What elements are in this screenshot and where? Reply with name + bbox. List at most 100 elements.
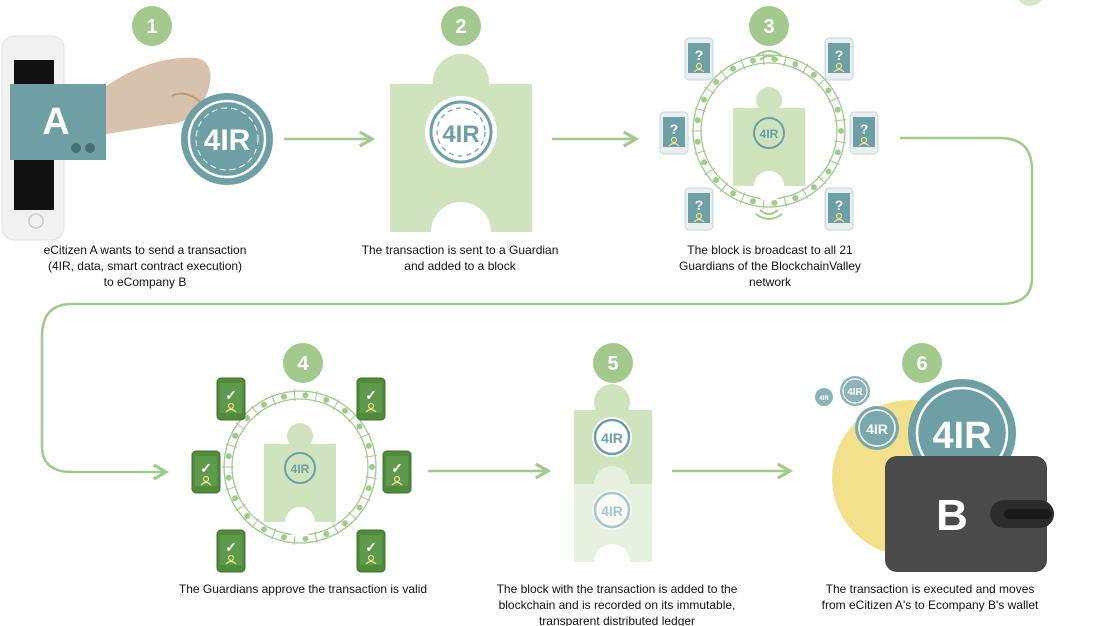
caption-step-1: eCitizen A wants to send a transaction (… <box>44 243 247 289</box>
coin-label-2: 4IR <box>442 121 479 148</box>
tablet-check-icon: ✓ <box>356 377 386 421</box>
step-badge-2: 2 <box>441 6 481 46</box>
caption-line: The transaction is sent to a Guardian <box>362 243 559 257</box>
tablet-check-icon: ✓ <box>191 450 221 494</box>
receiver-label: B <box>936 491 968 540</box>
ring-link <box>834 118 847 122</box>
coin-icon: 4IR <box>855 406 899 450</box>
ring-link <box>225 443 238 449</box>
caption-line: eCitizen A wants to send a transaction <box>44 243 247 257</box>
ring-link <box>235 422 246 431</box>
unknown-mark: ? <box>695 47 704 63</box>
ring-link <box>348 413 358 423</box>
ring-link <box>817 175 827 185</box>
caption-line: and added to a block <box>404 259 516 273</box>
tablet-question-icon: ? <box>684 37 714 81</box>
ring-link <box>314 390 318 403</box>
guardian-node <box>701 96 708 103</box>
guardian-node <box>341 520 348 527</box>
tablet-check-icon: ✓ <box>216 377 246 421</box>
wallet-scene: 4IR 4IR 4IR 4IR B <box>815 376 1054 572</box>
guardian-node <box>356 504 363 511</box>
approved-mark: ✓ <box>225 387 237 403</box>
caption-line: (4IR, data, smart contract execution) <box>48 259 242 273</box>
ring-link <box>694 149 707 155</box>
ring-link <box>271 528 277 540</box>
approved-mark: ✓ <box>200 460 212 476</box>
ring-link <box>740 192 746 204</box>
caption-line: The transaction is executed and moves <box>826 582 1035 596</box>
guardian-node <box>825 168 832 175</box>
corner-decoration <box>1018 0 1042 6</box>
step-badge-6: 6 <box>902 343 942 383</box>
step-number-6: 6 <box>916 353 927 375</box>
step-number-2: 2 <box>455 16 466 38</box>
approved-mark: ✓ <box>365 387 377 403</box>
caption-step-5: The block with the transaction is added … <box>497 582 738 626</box>
sender-label: A <box>42 101 69 143</box>
puzzle-block-icon: 4IR <box>390 54 532 262</box>
ring-link <box>783 54 787 67</box>
caption-step-6: The transaction is executed and moves fr… <box>822 582 1039 612</box>
ring-link <box>704 167 715 176</box>
guardian-node <box>694 138 701 145</box>
guardian-node <box>713 176 720 183</box>
ring-link <box>250 405 260 416</box>
step-number-3: 3 <box>763 16 774 38</box>
guardian-node <box>244 512 251 519</box>
guardian-node <box>225 453 232 460</box>
guardian-node <box>356 423 363 430</box>
caption-step-2: The transaction is sent to a Guardian an… <box>362 243 559 273</box>
ring-link <box>719 69 729 80</box>
approval-network: 4IR <box>222 389 378 545</box>
guardian-node <box>365 485 372 492</box>
guardian-node <box>825 87 832 94</box>
guardian-node <box>810 184 817 191</box>
step-badge-3: 3 <box>749 6 789 46</box>
blockchain-stack: 4IR 4IR <box>574 384 652 580</box>
step-number-4: 4 <box>297 353 309 375</box>
approved-mark: ✓ <box>225 539 237 555</box>
coin-label-5b: 4IR <box>601 503 623 519</box>
center-puzzle-block: 4IR <box>733 87 805 201</box>
wallet-icon: B <box>885 456 1054 572</box>
ring-link <box>834 140 847 144</box>
ring-link <box>704 86 715 95</box>
tablet-question-icon: ? <box>849 111 879 155</box>
coin-icon: 4IR <box>815 388 833 406</box>
step-badge-5: 5 <box>593 343 633 383</box>
ring-link <box>719 182 729 193</box>
guardian-node <box>792 195 799 202</box>
coin-label-6d: 4IR <box>932 415 991 457</box>
approved-mark: ✓ <box>365 539 377 555</box>
guardian-node <box>701 159 708 166</box>
coin-label-6a: 4IR <box>819 396 829 402</box>
step-badge-1: 1 <box>132 6 172 46</box>
tablet-question-icon: ? <box>824 187 854 231</box>
guardian-node <box>225 474 232 481</box>
ring-link <box>801 63 809 75</box>
coin-icon: 4IR <box>181 93 273 185</box>
ring-link <box>762 53 765 66</box>
step-number-1: 1 <box>146 16 157 38</box>
ring-link <box>314 531 318 544</box>
guardian-node <box>730 65 736 72</box>
coin-label-4: 4IR <box>291 462 310 476</box>
ring-link <box>359 495 371 502</box>
guardian-node <box>280 534 287 541</box>
guardian-node <box>834 149 841 156</box>
coin-icon: 4IR <box>592 417 632 457</box>
caption-line: The block is broadcast to all 21 <box>687 243 853 257</box>
ring-link <box>293 389 296 402</box>
ring-link <box>740 58 746 70</box>
ring-link <box>828 96 840 103</box>
guardian-node <box>302 535 309 542</box>
coin-icon: 4IR <box>592 490 632 530</box>
guardian-node <box>810 71 817 78</box>
guardian-node <box>838 128 844 134</box>
ring-link <box>828 159 840 166</box>
guardian-node <box>232 495 239 502</box>
coin-label-5a: 4IR <box>601 430 623 446</box>
caption-line: blockchain and is recorded on its immuta… <box>499 598 736 612</box>
guardian-node <box>792 60 799 67</box>
